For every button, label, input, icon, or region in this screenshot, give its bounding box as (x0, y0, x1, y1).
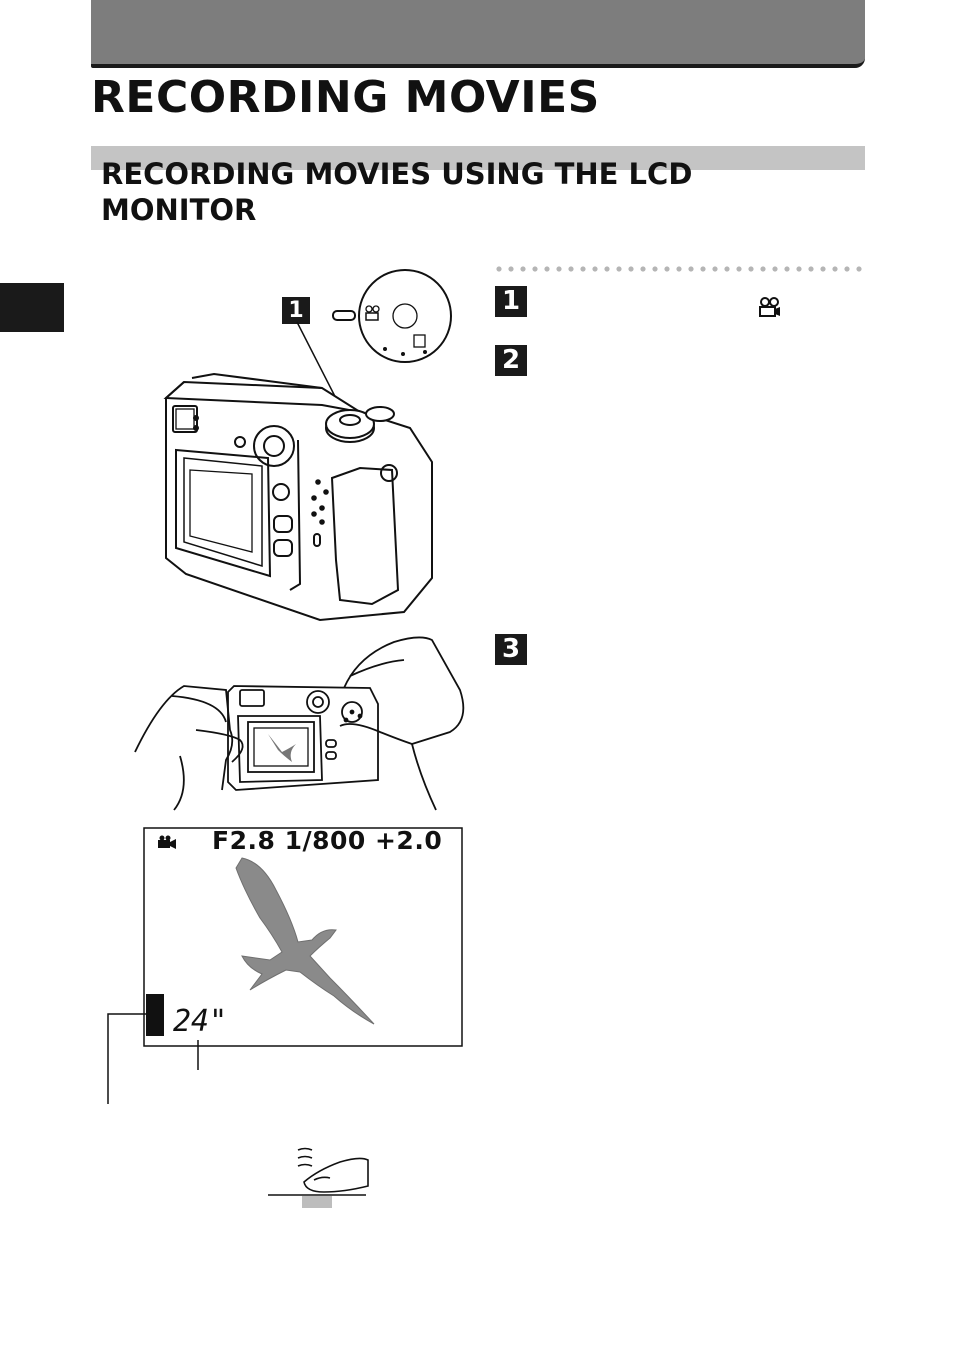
camera-body (163, 372, 433, 622)
lcd-exposure-readout: F2.8 1/800 +2.0 (212, 826, 443, 855)
lcd-remaining-time: 24" (173, 1004, 228, 1039)
bird-image (235, 857, 375, 1025)
chapter-tab (0, 283, 64, 332)
movie-camera-icon (759, 297, 780, 317)
page-title: RECORDING MOVIES (91, 72, 600, 123)
mode-dial-closeup (332, 269, 452, 363)
lcd-movie-icon (158, 835, 176, 849)
figure-callout-1: 1 (282, 297, 310, 324)
dotted-divider (493, 266, 865, 272)
step-2-badge: 2 (495, 345, 527, 376)
step-3-badge: 3 (495, 634, 527, 665)
section-title: RECORDING MOVIES USING THE LCD MONITOR (101, 157, 693, 227)
step-1-badge: 1 (495, 286, 527, 317)
header-bar (91, 0, 865, 68)
record-indicator (146, 994, 164, 1036)
section-band (91, 146, 865, 170)
